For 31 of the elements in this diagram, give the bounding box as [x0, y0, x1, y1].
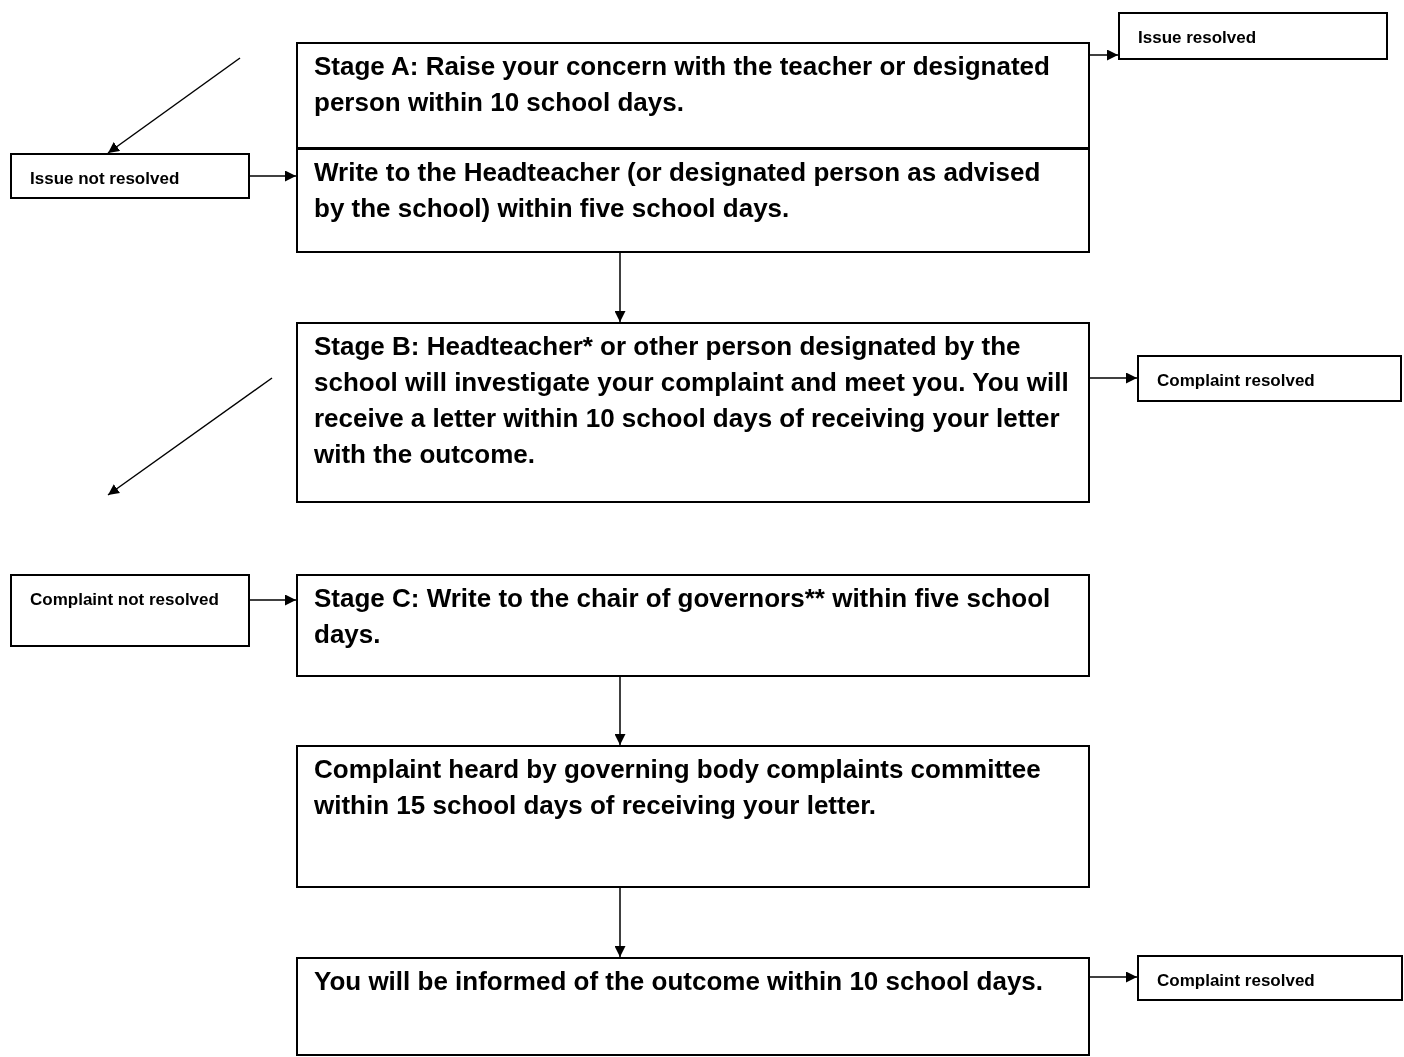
- arrow: [614, 252, 626, 323]
- process-box: [296, 574, 1090, 677]
- box-text: Stage A: Raise your concern with the teacher or designated person within 10 school days.: [314, 50, 1051, 119]
- box-text: Stage B: Headteacher* or other person designated by the school will investigate your complaint and meet you. You will receive a letter within 10 school days of receiving your letter with the outcome.: [314, 330, 1070, 471]
- arrow: [614, 887, 626, 958]
- process-box: [296, 957, 1090, 1056]
- arrow: [107, 57, 241, 154]
- box-text: Stage C: Write to the chair of governors** within five school days.: [314, 582, 1052, 651]
- arrow: [1089, 372, 1138, 384]
- box-text: Complaint heard by governing body complaints committee within 15 school days of receiving your letter.: [314, 753, 1042, 822]
- box-text: You will be informed of the outcome within 10 school days.: [314, 965, 1045, 998]
- process-box: [296, 148, 1090, 253]
- arrow: [249, 170, 297, 182]
- arrow: [614, 676, 626, 746]
- box-text: Issue resolved: [1138, 27, 1258, 49]
- box-text: Complaint resolved: [1157, 970, 1316, 992]
- outcome-box: [10, 574, 250, 647]
- box-text: Write to the Headteacher (or designated person as advised by the school) within five school days.: [314, 156, 1042, 225]
- process-box: [296, 745, 1090, 888]
- outcome-box: [1118, 12, 1388, 60]
- outcome-box: [1137, 955, 1403, 1001]
- arrow: [1089, 971, 1138, 983]
- process-box: [296, 42, 1090, 149]
- arrow: [249, 594, 297, 606]
- outcome-box: [1137, 355, 1402, 402]
- box-text: Complaint not resolved: [30, 589, 220, 611]
- box-text: Issue not resolved: [30, 168, 181, 190]
- outcome-box: [10, 153, 250, 199]
- arrow: [1089, 49, 1119, 61]
- box-text: Complaint resolved: [1157, 370, 1316, 392]
- process-box: [296, 322, 1090, 503]
